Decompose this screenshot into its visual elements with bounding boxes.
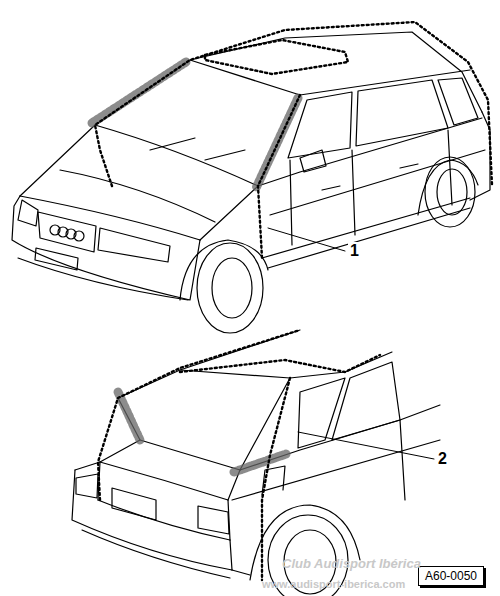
- watermark: Club Audisport Ibérica: [282, 556, 421, 571]
- front-view-car: [12, 22, 492, 333]
- callout-number: 1: [348, 242, 361, 260]
- rear-view-car: [72, 330, 440, 596]
- watermark: www.audisport-iberica.com: [262, 578, 405, 590]
- figure-code: A60-0050: [418, 566, 484, 586]
- callout-number: 2: [436, 450, 449, 468]
